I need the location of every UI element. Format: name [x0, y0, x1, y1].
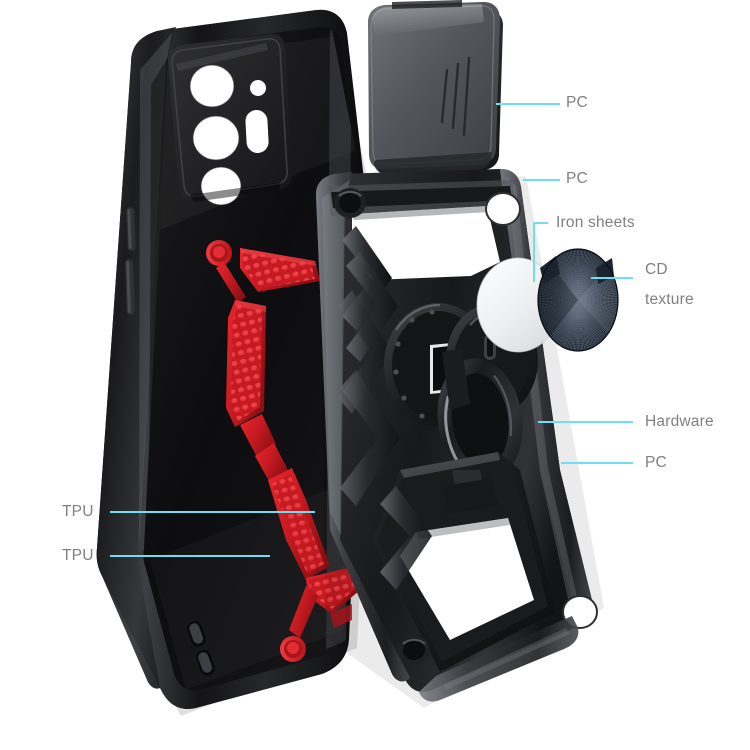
annotation-label-cd-texture-line2: texture — [645, 291, 694, 308]
camera-lens-cutouts — [189, 64, 269, 206]
camera-slider-cover-group — [368, 0, 503, 176]
tpu-insert-upper — [206, 240, 320, 483]
frame-screw-bottom-left — [398, 635, 430, 665]
leader-line-iron-sheets — [533, 222, 548, 224]
annotation-label-tpu-upper: TPU — [62, 503, 94, 520]
leader-line-cd-texture — [591, 277, 633, 279]
annotation-label-hardware: Hardware — [645, 413, 714, 430]
annotation-label-pc-frame-bot: PC — [645, 454, 667, 471]
annotation-label-pc-frame-top: PC — [566, 170, 588, 187]
annotation-label-pc-slider: PC — [566, 94, 588, 111]
leader-line-pc-frame-bot — [561, 462, 633, 464]
leader-line-pc-frame-top — [523, 179, 560, 181]
leader-line-iron-sheets-2 — [533, 222, 535, 282]
leader-line-hardware — [538, 421, 633, 423]
case-back-shell-group — [96, 9, 377, 716]
leader-line-tpu-upper — [110, 511, 315, 513]
finger-ring-holder — [437, 348, 523, 482]
camera-island — [168, 33, 293, 206]
frame-screw-top-right — [485, 192, 521, 226]
leader-line-pc-slider — [496, 103, 560, 105]
annotation-label-tpu-lower: TPU — [62, 547, 94, 564]
side-buttons — [125, 207, 136, 315]
frame-chevron-ribs — [338, 226, 400, 506]
annotation-label-cd-texture: CD — [645, 261, 668, 278]
annotation-label-iron-sheets: Iron sheets — [556, 214, 635, 231]
tpu-insert-lower — [268, 468, 360, 662]
armor-frame-group — [316, 169, 619, 708]
leader-line-tpu-lower — [110, 555, 270, 557]
frame-screw-top-left — [334, 188, 366, 218]
slider-grip-lines — [440, 56, 471, 137]
bottom-cutouts — [186, 621, 215, 676]
